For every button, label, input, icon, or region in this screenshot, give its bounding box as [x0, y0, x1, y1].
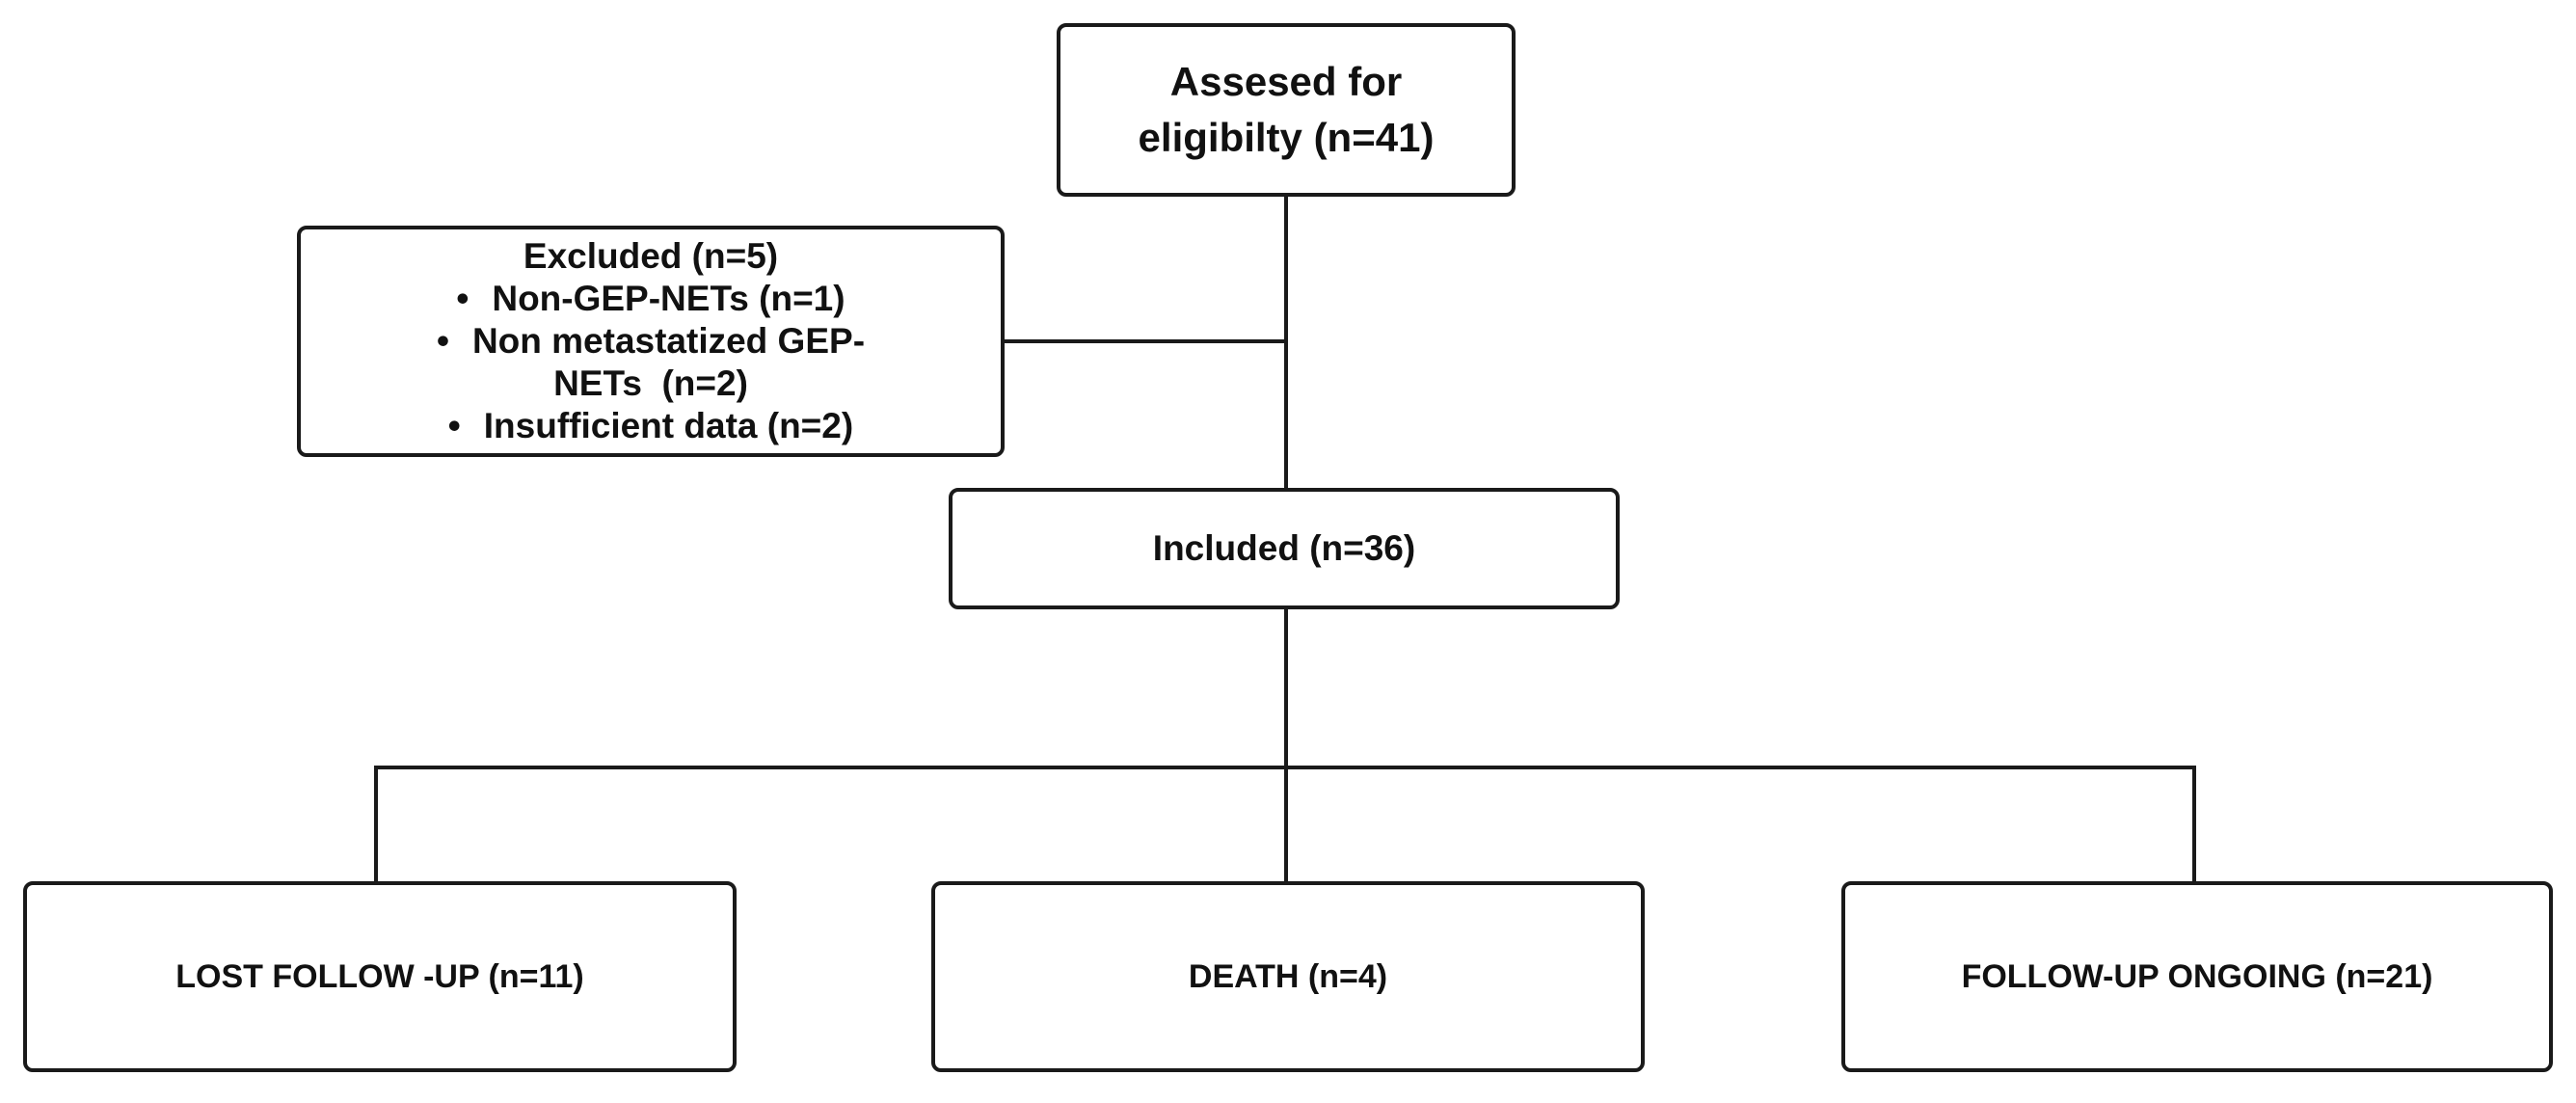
excluded-item-label: Non metastatized GEP-	[471, 321, 866, 361]
lost-follow-up-label: LOST FOLLOW -UP (n=11)	[175, 957, 584, 995]
assessed-line-2: eligibilty (n=41)	[1138, 115, 1435, 160]
excluded-item-label: Insufficient data (n=2)	[483, 406, 854, 445]
excluded-item-label-continued: NETs (n=2)	[553, 363, 748, 403]
node-follow-up-ongoing: FOLLOW-UP ONGOING (n=21)	[1841, 881, 2553, 1072]
node-death: DEATH (n=4)	[931, 881, 1645, 1072]
node-assessed-for-eligibility: Assesed for eligibilty (n=41)	[1057, 23, 1516, 197]
node-included: Included (n=36)	[949, 488, 1620, 609]
excluded-item-insufficient-data: • Insufficient data (n=2)	[437, 405, 865, 447]
excluded-item-non-gep-nets: • Non-GEP-NETs (n=1)	[437, 278, 865, 320]
death-label: DEATH (n=4)	[1188, 957, 1388, 995]
node-lost-follow-up: LOST FOLLOW -UP (n=11)	[23, 881, 737, 1072]
assessed-line-1: Assesed for	[1169, 59, 1403, 104]
bullet-icon: •	[456, 279, 470, 318]
follow-up-ongoing-label: FOLLOW-UP ONGOING (n=21)	[1961, 957, 2433, 995]
node-excluded: Excluded (n=5) •Non-GEP-NETs (n=1) •Non …	[297, 226, 1005, 457]
excluded-title: Excluded (n=5)	[523, 236, 779, 276]
bullet-icon: •	[447, 406, 461, 445]
excluded-item-non-metastatized: • Non metastatized GEP- NETs (n=2)	[437, 320, 865, 405]
included-label: Included (n=36)	[1152, 528, 1416, 568]
excluded-list: •Non-GEP-NETs (n=1) •Non metastatized GE…	[437, 278, 865, 447]
bullet-icon: •	[436, 321, 449, 361]
excluded-item-label: Non-GEP-NETs (n=1)	[492, 279, 845, 318]
